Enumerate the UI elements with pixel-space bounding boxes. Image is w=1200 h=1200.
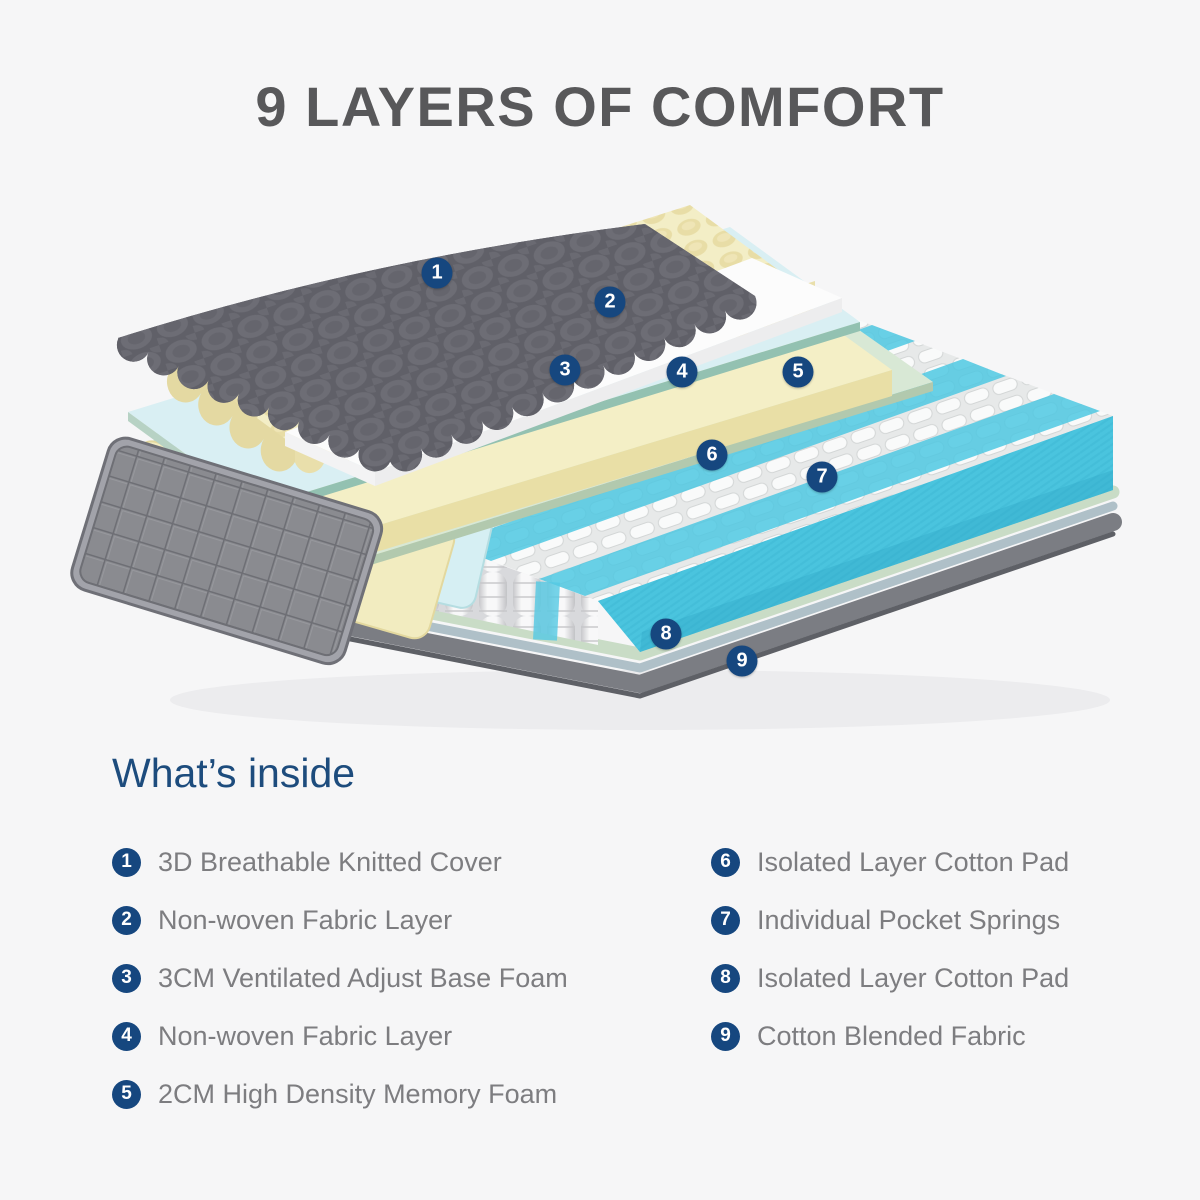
legend-item-9: 9 Cotton Blended Fabric xyxy=(711,1021,1069,1051)
legend-item-1: 1 3D Breathable Knitted Cover xyxy=(112,847,568,877)
legend-item-2: 2 Non-woven Fabric Layer xyxy=(112,905,568,935)
diagram-badge-8: 8 xyxy=(650,618,682,650)
legend-number-badge: 1 xyxy=(112,847,141,877)
legend-item-7: 7 Individual Pocket Springs xyxy=(711,905,1069,935)
legend-number-badge: 7 xyxy=(711,905,740,935)
page-title: 9 LAYERS OF COMFORT xyxy=(255,75,945,138)
legend-item-5: 5 2CM High Density Memory Foam xyxy=(112,1079,568,1109)
ground-shadow xyxy=(170,670,1110,730)
legend-item-label: 3D Breathable Knitted Cover xyxy=(158,846,502,877)
diagram-badge-1: 1 xyxy=(421,257,453,289)
diagram-badge-4: 4 xyxy=(666,356,698,388)
legend-item-3: 3 3CM Ventilated Adjust Base Foam xyxy=(112,963,568,993)
legend-item-label: Cotton Blended Fabric xyxy=(757,1020,1026,1051)
legend-number-badge: 8 xyxy=(711,963,740,993)
legend-item-label: Individual Pocket Springs xyxy=(757,904,1061,935)
legend-number-badge: 3 xyxy=(112,963,141,993)
legend-item-6: 6 Isolated Layer Cotton Pad xyxy=(711,847,1069,877)
diagram-badge-3: 3 xyxy=(549,354,581,386)
diagram-badge-5: 5 xyxy=(782,356,814,388)
legend-item-label: 2CM High Density Memory Foam xyxy=(158,1078,558,1109)
legend-item-label: 3CM Ventilated Adjust Base Foam xyxy=(158,962,568,993)
diagram-badge-7: 7 xyxy=(806,461,838,493)
diagram-badge-9: 9 xyxy=(726,645,758,677)
legend-number-badge: 4 xyxy=(112,1021,141,1051)
legend-item-label: Isolated Layer Cotton Pad xyxy=(757,962,1070,993)
legend-item-label: Isolated Layer Cotton Pad xyxy=(757,846,1070,877)
section-heading: What’s inside xyxy=(112,750,356,796)
legend-number-badge: 6 xyxy=(711,847,740,877)
legend-item-label: Non-woven Fabric Layer xyxy=(158,904,453,935)
legend-item-8: 8 Isolated Layer Cotton Pad xyxy=(711,963,1069,993)
legend-number-badge: 9 xyxy=(711,1021,740,1051)
legend-number-badge: 2 xyxy=(112,905,141,935)
legend-item-label: Non-woven Fabric Layer xyxy=(158,1020,453,1051)
diagram-badge-6: 6 xyxy=(696,439,728,471)
diagram-badge-2: 2 xyxy=(594,286,626,318)
legend-item-4: 4 Non-woven Fabric Layer xyxy=(112,1021,568,1051)
legend-column-right: 6 Isolated Layer Cotton Pad 7 Individual… xyxy=(711,847,1069,1079)
legend-number-badge: 5 xyxy=(112,1079,141,1109)
legend-column-left: 1 3D Breathable Knitted Cover 2 Non-wove… xyxy=(112,847,568,1137)
side-panel-quilted-border xyxy=(70,436,384,666)
layer1-knitted-cover xyxy=(116,224,757,472)
